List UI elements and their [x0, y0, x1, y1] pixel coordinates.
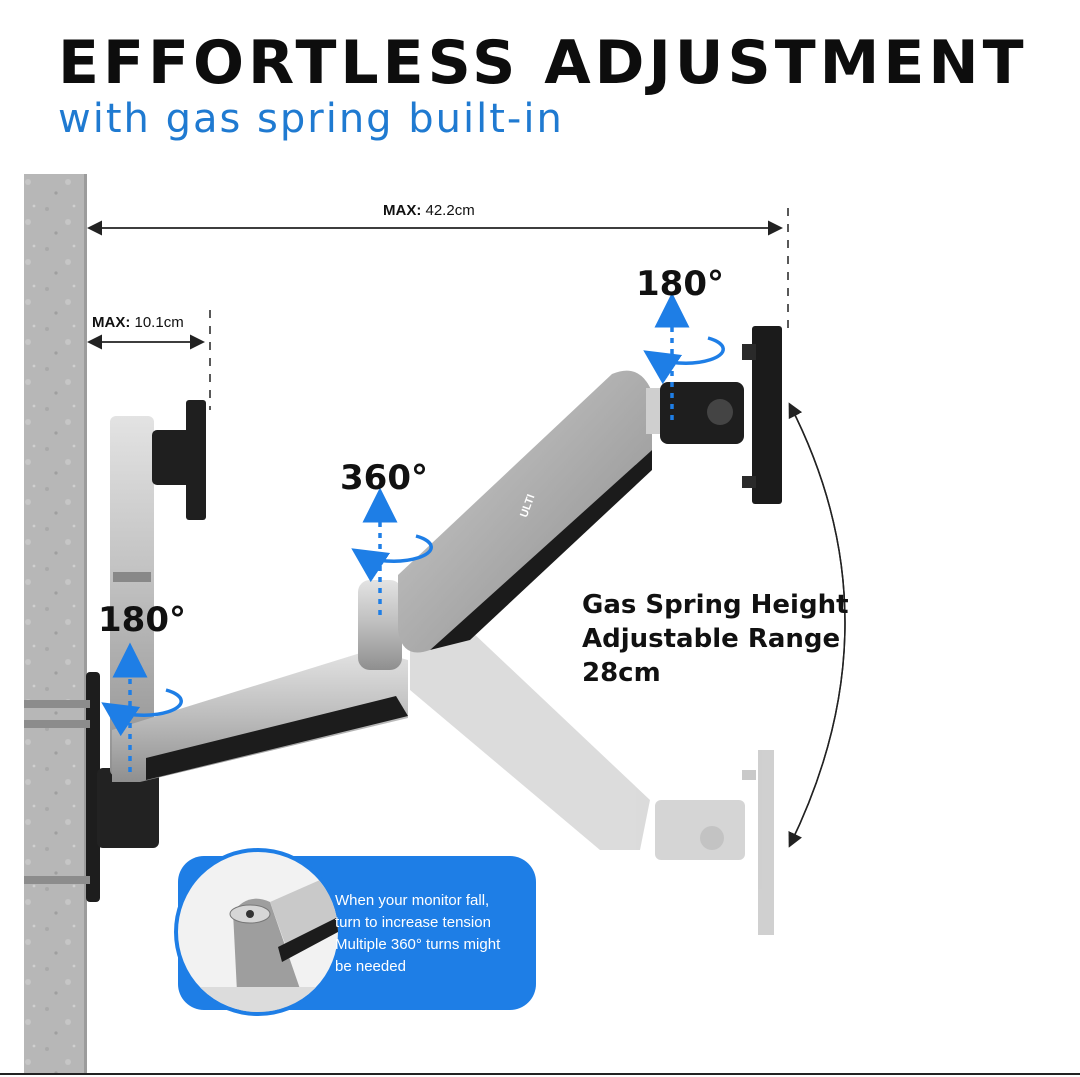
folded-arm: [110, 400, 206, 776]
tension-detail-image: [174, 848, 342, 1016]
tension-callout-text: When your monitor fall, turn to increase…: [335, 890, 535, 978]
bottom-divider: [0, 1073, 1080, 1075]
height-range-text: Gas Spring Height Adjustable Range 28cm: [582, 588, 849, 690]
base-swivel-label: 180°: [98, 600, 186, 640]
max-depth-value: 10.1cm: [134, 314, 184, 331]
lower-arm: [112, 580, 408, 782]
callout-line-1: When your monitor fall,: [335, 892, 490, 909]
monitor-head: [660, 326, 782, 504]
callout-line-3: Multiple 360° turns might: [335, 936, 501, 953]
wall-plate: [24, 672, 159, 902]
page-subtitle: with gas spring built-in: [58, 96, 564, 142]
max-depth-key: MAX:: [92, 314, 131, 331]
callout-line-2: turn to increase tension: [335, 914, 491, 931]
height-range-line-3: 28cm: [582, 658, 661, 688]
tension-knob-illustration: [178, 872, 338, 1012]
elbow-swivel-label: 360°: [340, 458, 428, 498]
dimension-lines: [87, 208, 846, 848]
max-reach-value: 42.2cm: [425, 202, 475, 219]
height-range-line-1: Gas Spring Height: [582, 590, 849, 620]
monitor-tilt-label: 180°: [636, 264, 724, 304]
max-depth-label: MAX: 10.1cm: [92, 314, 184, 331]
max-reach-key: MAX:: [383, 202, 422, 219]
page-title: EFFORTLESS ADJUSTMENT: [58, 28, 1028, 98]
wall: [24, 174, 87, 1074]
callout-line-4: be needed: [335, 958, 406, 975]
height-range-line-2: Adjustable Range: [582, 624, 841, 654]
rotation-indicators: [101, 292, 725, 772]
lowered-arm-ghost: [410, 630, 774, 935]
max-reach-label: MAX: 42.2cm: [383, 202, 475, 219]
